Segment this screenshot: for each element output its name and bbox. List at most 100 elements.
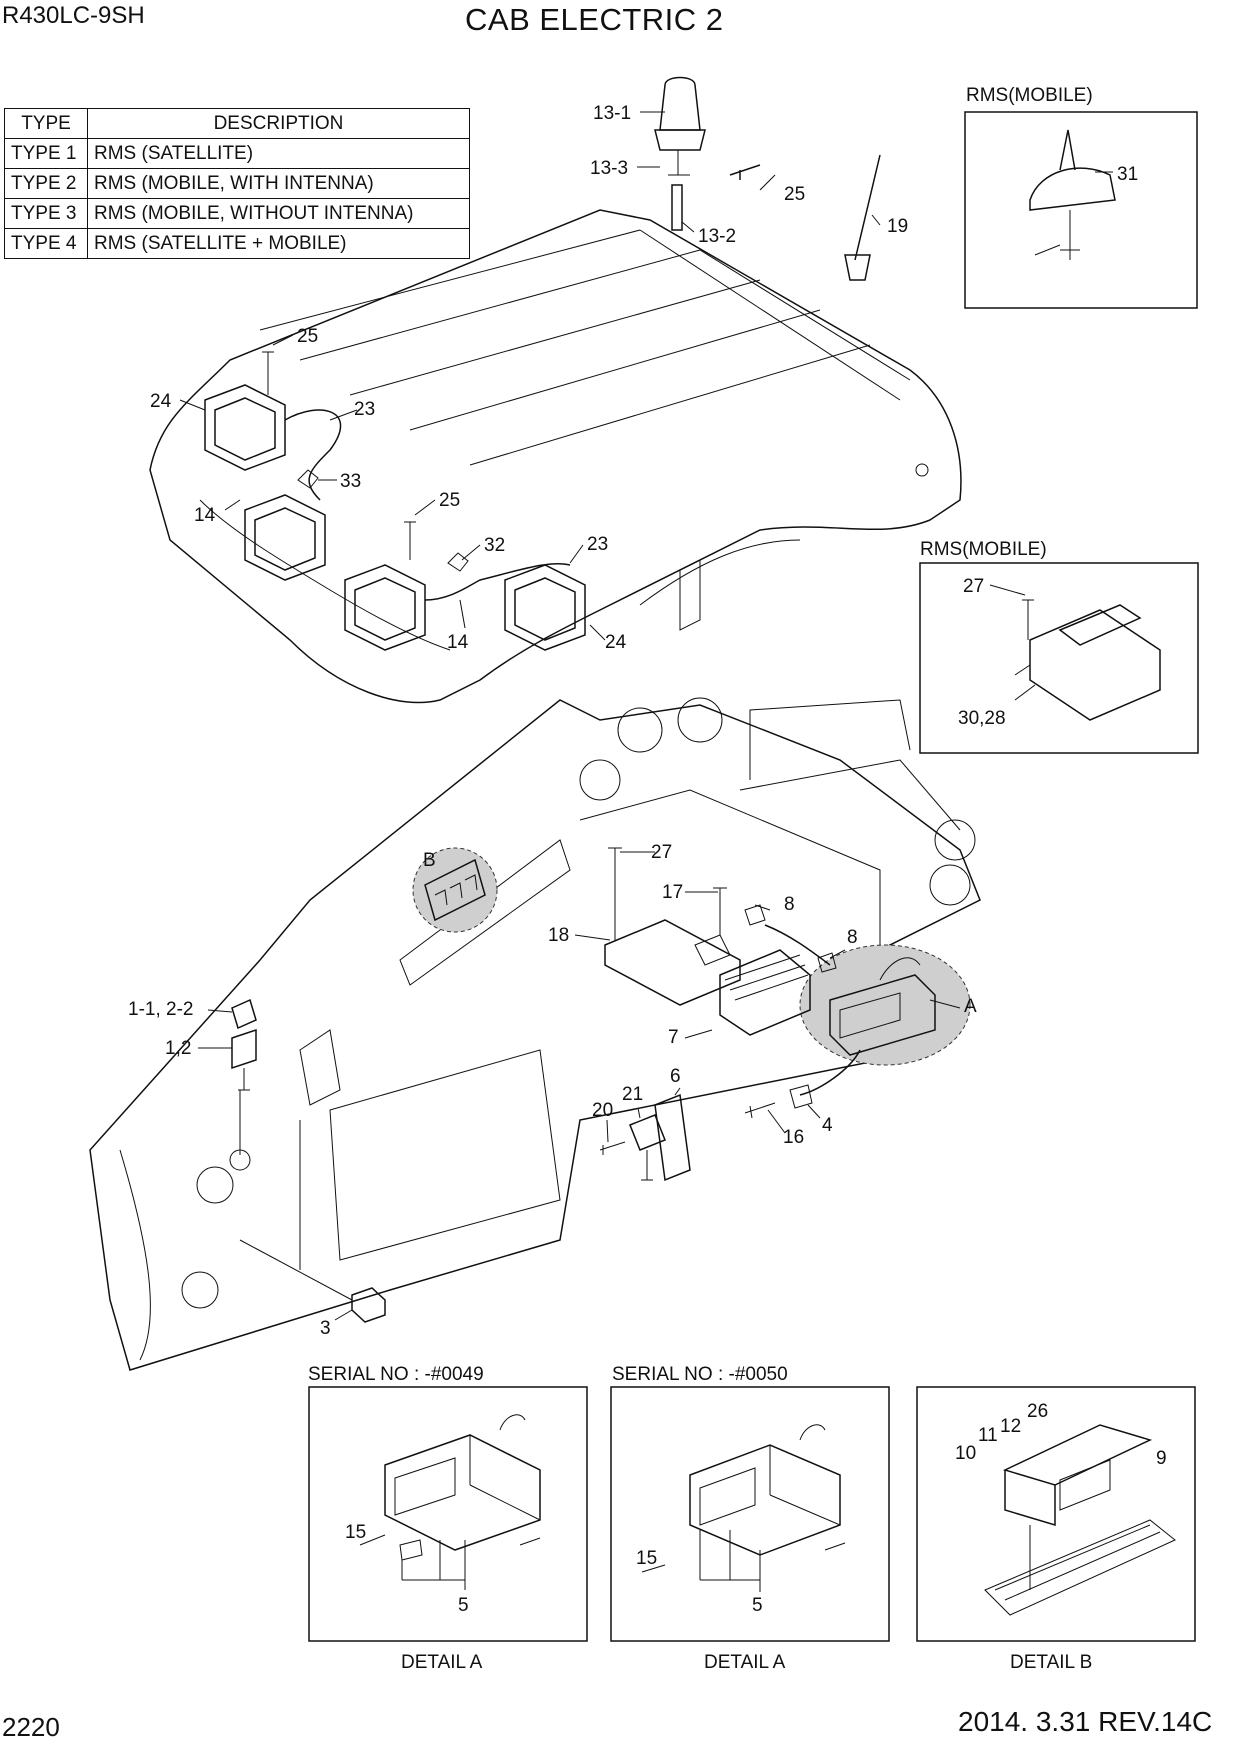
key-switch — [231, 998, 257, 1155]
panel-caption: RMS(MOBILE) — [920, 539, 1047, 560]
callout: 15 — [636, 1548, 657, 1569]
callout: B — [423, 850, 436, 871]
panel-caption: DETAIL B — [1010, 1652, 1092, 1673]
harness — [764, 924, 831, 966]
page-title: CAB ELECTRIC 2 — [465, 2, 724, 37]
callout: 23 — [587, 534, 608, 555]
callout: 25 — [439, 490, 460, 511]
clamp — [744, 904, 766, 926]
screw — [599, 1141, 626, 1155]
clip-33 — [297, 469, 319, 489]
type-column-header: TYPE — [4, 108, 88, 139]
cab-interior — [89, 697, 981, 1371]
model-number: R430LC-9SH — [2, 2, 145, 29]
controller-bracket — [604, 919, 811, 1036]
lamp-harness — [284, 409, 342, 501]
radio-unit — [829, 957, 936, 1056]
callout: 5 — [752, 1595, 763, 1616]
work-lamp — [504, 564, 586, 651]
detail-a-panel-2 — [610, 1386, 890, 1642]
callout: 11 — [978, 1425, 998, 1446]
bolt — [744, 1102, 776, 1119]
table-row: TYPE 3 RMS (MOBILE, WITHOUT INTENNA) — [4, 198, 470, 229]
callout: 24 — [150, 391, 172, 412]
mounting-bracket — [654, 1093, 691, 1182]
bolt — [713, 887, 727, 935]
callout: 13-2 — [698, 226, 736, 247]
callout: 27 — [963, 576, 984, 597]
radio-unit-detail-2 — [641, 1424, 846, 1592]
harness — [799, 1049, 861, 1096]
callout: 32 — [484, 535, 505, 556]
bolt — [404, 521, 416, 560]
bolt — [262, 351, 274, 395]
callout: 15 — [345, 1522, 366, 1543]
callout: 25 — [297, 326, 318, 347]
rms-mobile-panel-top — [964, 111, 1198, 309]
detail-b-panel — [916, 1386, 1196, 1642]
callout: 8 — [847, 927, 858, 948]
callout: 31 — [1117, 164, 1138, 185]
callout: 5 — [458, 1595, 469, 1616]
detail-a-highlight — [799, 944, 971, 1066]
switch-panel-detail — [984, 1424, 1176, 1616]
callout: 18 — [548, 925, 569, 946]
connector-4 — [789, 1084, 813, 1109]
switch-panel — [424, 858, 486, 922]
panel-caption: SERIAL NO : -#0050 — [612, 1364, 788, 1385]
clamp — [817, 952, 837, 973]
bolt — [729, 164, 761, 180]
callout: 16 — [783, 1127, 804, 1148]
panel-caption: SERIAL NO : -#0049 — [308, 1364, 484, 1385]
table-row: TYPE 2 RMS (MOBILE, WITH INTENNA) — [4, 168, 470, 199]
callout: 10 — [955, 1443, 976, 1464]
callout: 12 — [1000, 1416, 1021, 1437]
callout: 9 — [1156, 1448, 1167, 1469]
type-cell: TYPE 4 — [4, 228, 88, 259]
rms-mobile-panel-mid — [919, 562, 1199, 754]
callout: 6 — [670, 1066, 681, 1087]
callout: A — [964, 996, 977, 1017]
cab-roof — [149, 209, 962, 704]
table-row: TYPE 1 RMS (SATELLITE) — [4, 138, 470, 169]
clip-32 — [447, 552, 469, 572]
callout: 7 — [668, 1027, 679, 1048]
work-lamp — [344, 564, 426, 651]
callout: 20 — [592, 1100, 613, 1121]
relay — [629, 1114, 666, 1181]
callout: 4 — [822, 1115, 833, 1136]
panel-caption: DETAIL A — [401, 1652, 483, 1673]
type-table: TYPE DESCRIPTION TYPE 1 RMS (SATELLITE) … — [4, 108, 470, 259]
callout: 33 — [340, 471, 361, 492]
detail-b-highlight — [412, 847, 498, 933]
type-cell: TYPE 1 — [4, 138, 88, 169]
callout: 3 — [320, 1318, 331, 1339]
callout: 26 — [1027, 1401, 1048, 1422]
work-lamp — [204, 384, 286, 471]
bolt — [608, 847, 622, 940]
table-row: TYPE 4 RMS (SATELLITE + MOBILE) — [4, 228, 470, 259]
detail-a-panel-1 — [308, 1386, 588, 1642]
rms-mobile-unit — [1014, 599, 1161, 721]
callout: 27 — [651, 842, 672, 863]
antenna — [844, 154, 881, 281]
description-cell: RMS (MOBILE, WITH INTENNA) — [87, 168, 470, 199]
panel-caption: RMS(MOBILE) — [966, 85, 1093, 106]
callout: 13-1 — [593, 103, 631, 124]
callout: 13-3 — [590, 158, 628, 179]
radio-unit-detail-1 — [359, 1414, 541, 1590]
panel-captions: RMS(MOBILE) RMS(MOBILE) SERIAL NO : -#00… — [308, 85, 1093, 1673]
description-cell: RMS (SATELLITE) — [87, 138, 470, 169]
callout: 17 — [662, 882, 683, 903]
callout: 1-1, 2-2 — [128, 999, 193, 1020]
callout-labels: 13-1 13-3 13-2 25 19 31 25 24 23 33 14 2… — [128, 103, 1167, 1616]
page-number: 2220 — [2, 1712, 60, 1742]
callout: 8 — [784, 894, 795, 915]
lamp-harness — [424, 562, 571, 601]
callout: 25 — [784, 184, 805, 205]
panel-caption: DETAIL A — [704, 1652, 786, 1673]
beacon-lamp — [654, 76, 706, 231]
callout: 21 — [622, 1084, 643, 1105]
callout: 14 — [194, 505, 216, 526]
